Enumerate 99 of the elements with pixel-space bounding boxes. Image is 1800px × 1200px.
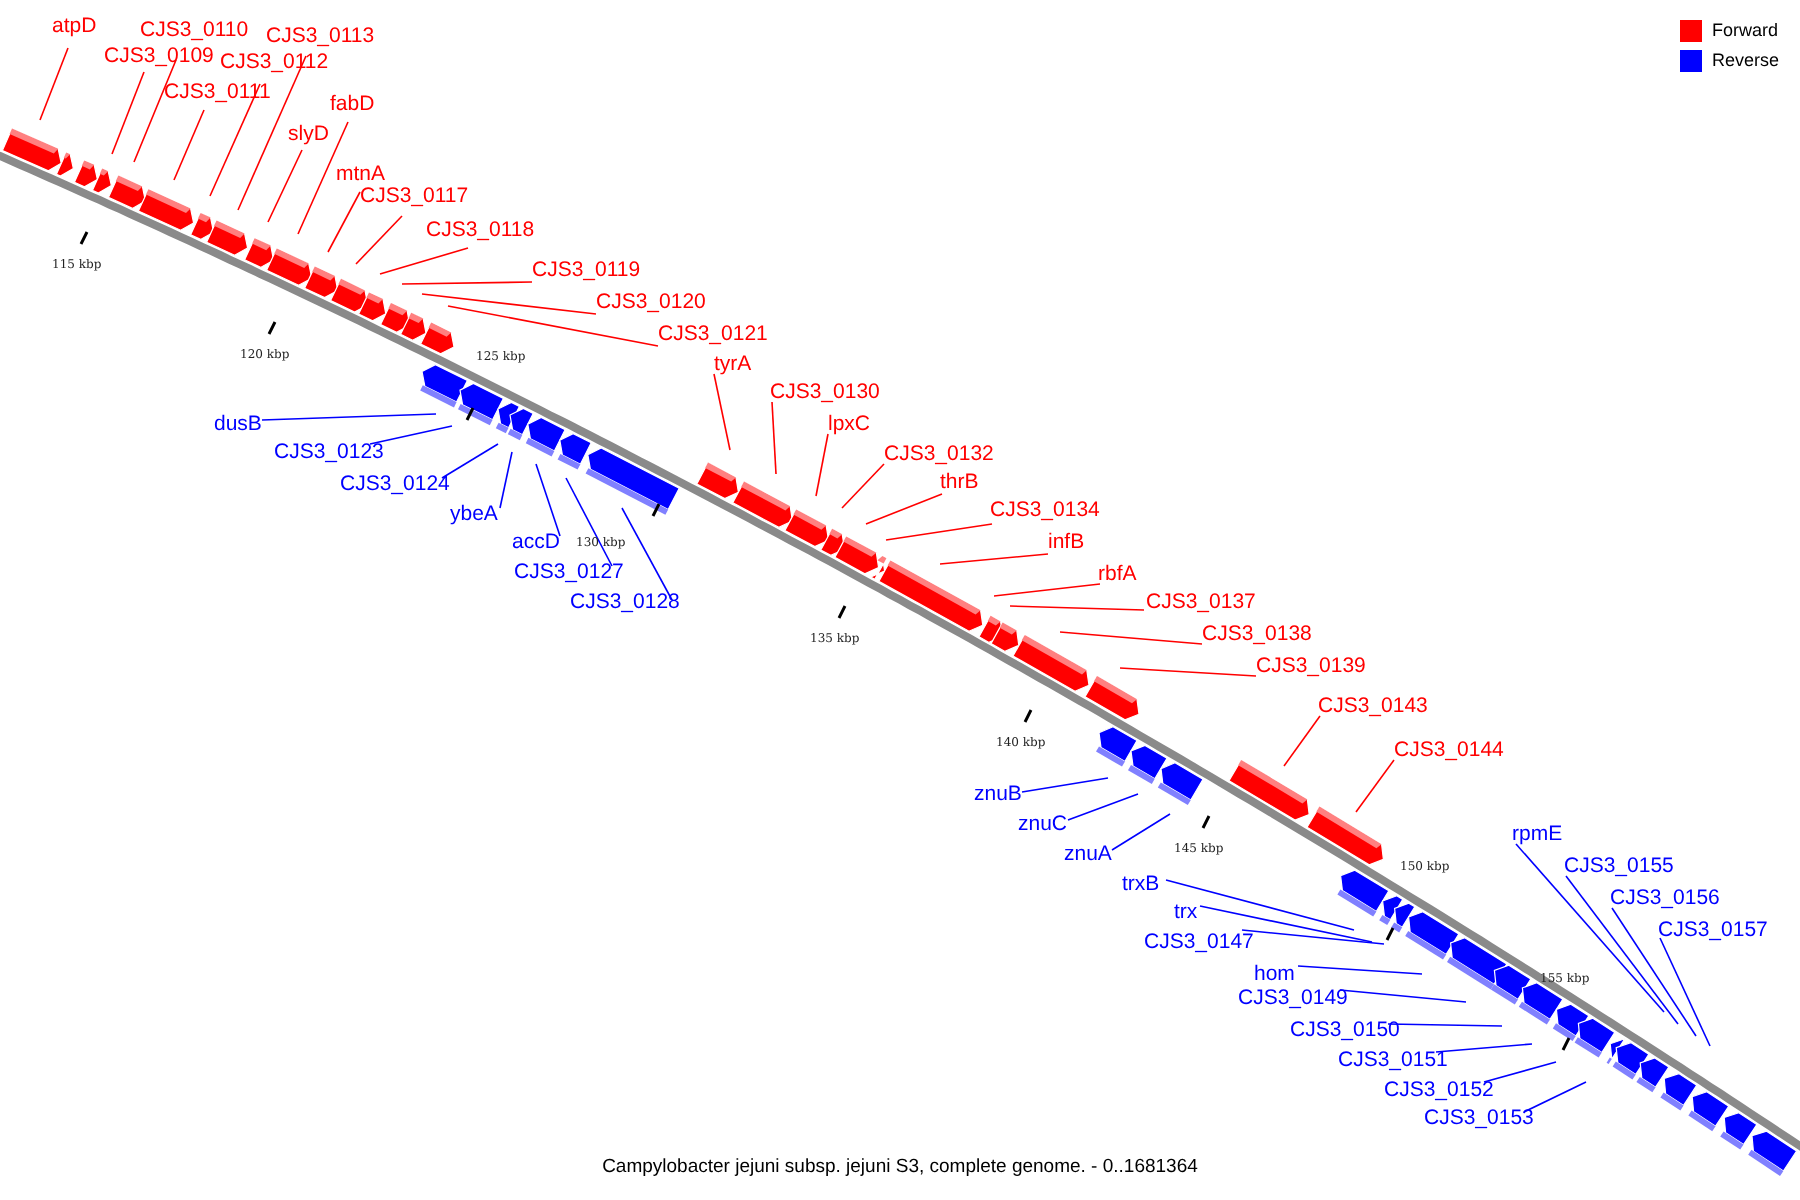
leader-line [1387, 1023, 1503, 1027]
leader-line [1021, 777, 1109, 793]
leader-line [1659, 937, 1711, 1047]
gene-label: CJS3_0119 [532, 258, 641, 282]
leader-line [261, 413, 437, 421]
gene-label: CJS3_0155 [1564, 854, 1674, 878]
gene-label: rpmE [1512, 822, 1563, 846]
gene-label: CJS3_0139 [1256, 654, 1366, 678]
gene-label: rbfA [1098, 562, 1137, 586]
leader-line [499, 451, 513, 509]
legend-label: Forward [1712, 20, 1779, 42]
leader-line [993, 583, 1101, 597]
gene-label: trx [1174, 900, 1198, 924]
leader-line [565, 477, 613, 567]
gene-label: CJS3_0130 [770, 380, 880, 404]
leader-line [369, 425, 453, 445]
leader-line [1009, 605, 1145, 611]
leader-line [713, 373, 731, 451]
gene-label: tyrA [714, 352, 752, 376]
gene-label: CJS3_0120 [596, 290, 706, 314]
leader-line [267, 149, 303, 223]
gene-label: CJS3_0152 [1384, 1078, 1494, 1102]
gene-label: CJS3_0132 [884, 442, 994, 466]
gene-label: CJS3_0138 [1202, 622, 1312, 646]
gene-label: CJS3_0128 [570, 590, 680, 614]
leader-line [621, 507, 673, 601]
leader-line [441, 443, 499, 479]
leader-line [447, 305, 659, 347]
gene-label: CJS3_0121 [658, 322, 768, 346]
gene-label: CJS3_0137 [1146, 590, 1256, 614]
gene-label: CJS3_0109 [104, 44, 214, 68]
leader-line [355, 215, 403, 265]
gene-label: CJS3_0157 [1658, 918, 1768, 942]
leader-line [885, 523, 993, 541]
gene-label: CJS3_0123 [274, 440, 384, 464]
leader-line [39, 47, 69, 121]
gene-label: znuB [974, 782, 1022, 806]
leader-line [1297, 965, 1423, 975]
leader-line [1067, 793, 1139, 821]
leader-line [535, 463, 561, 537]
gene-label: mtnA [336, 162, 386, 186]
gene-label: CJS3_0134 [990, 498, 1100, 522]
leader-line [133, 59, 177, 163]
leader-line [401, 281, 533, 285]
gene-label: znuA [1064, 842, 1112, 866]
gene-label: atpD [52, 14, 97, 38]
gene-label: znuC [1018, 812, 1068, 836]
gene-label: CJS3_0124 [340, 472, 450, 496]
leader-line [379, 247, 469, 275]
leader-line [1111, 813, 1171, 851]
gene-label: CJS3_0149 [1238, 986, 1348, 1010]
gene-label: trxB [1122, 872, 1160, 896]
leader-line [771, 401, 777, 475]
leader-line [1483, 1061, 1557, 1083]
leader-line [1283, 715, 1321, 767]
caption: Campylobacter jejuni subsp. jejuni S3, complete genome. - 0..1681364 [602, 1156, 1198, 1178]
leader-line [327, 191, 361, 253]
gene-label: CJS3_0151 [1338, 1048, 1448, 1072]
leader-line [939, 553, 1049, 565]
leader-line [111, 71, 145, 155]
gene-label: accD [512, 530, 560, 554]
gene-label: CJS3_0117 [360, 184, 469, 208]
gene-label: slyD [288, 122, 329, 146]
gene-label: hom [1254, 962, 1295, 986]
leader-line [1119, 667, 1257, 677]
gene-label: dusB [214, 412, 262, 436]
leader-line [1199, 905, 1373, 943]
leader-line [1355, 759, 1395, 813]
gene-label: CJS3_0147 [1144, 930, 1254, 954]
leader-line [841, 463, 885, 509]
gene-label: CJS3_0144 [1394, 738, 1504, 762]
gene-label: fabD [330, 92, 375, 116]
leader-line [1059, 631, 1203, 645]
gene-label: infB [1048, 530, 1085, 554]
gene-label: ybeA [450, 502, 498, 526]
leader-line [1565, 875, 1679, 1025]
leader-line [1241, 929, 1385, 945]
leader-line [1523, 1081, 1587, 1113]
leader-line [1611, 907, 1697, 1037]
leader-line [209, 83, 261, 197]
leader-line [1435, 1043, 1533, 1053]
gene-label: CJS3_0127 [514, 560, 624, 584]
leader-line [421, 293, 597, 315]
leader-line [1515, 843, 1665, 1013]
gene-label: CJS3_0153 [1424, 1106, 1534, 1130]
legend-label: Reverse [1712, 50, 1780, 72]
gene-label: thrB [940, 470, 979, 494]
leader-line [1165, 879, 1355, 931]
gene-label: CJS3_0110 [140, 18, 249, 42]
gene-label: CJS3_0113 [266, 24, 375, 48]
leader-line [173, 109, 205, 181]
gene-label: CJS3_0150 [1290, 1018, 1400, 1042]
gene-label: CJS3_0143 [1318, 694, 1428, 718]
gene-label: CJS3_0156 [1610, 886, 1720, 910]
gene-label: lpxC [828, 412, 871, 436]
leader-line [297, 121, 349, 235]
gene-label: CJS3_0118 [426, 218, 535, 242]
leader-line [865, 493, 943, 525]
leader-line [815, 433, 829, 497]
